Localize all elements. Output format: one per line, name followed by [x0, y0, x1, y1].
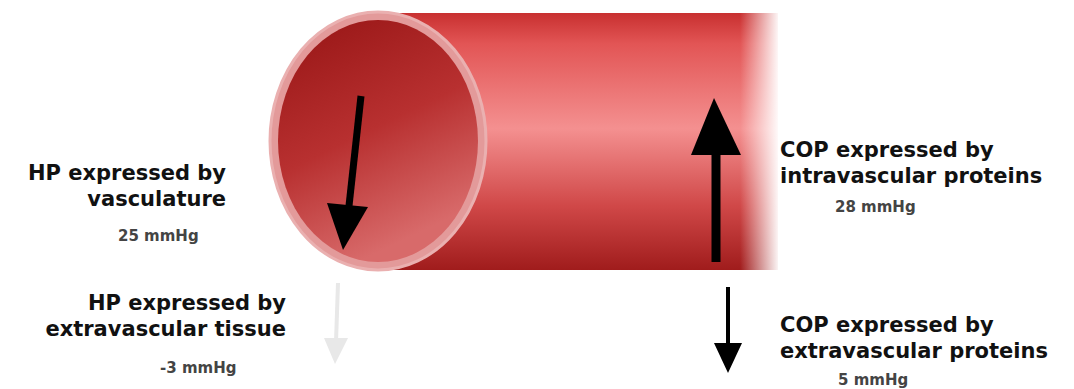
pressure-label: COP expressed by intravascular proteins: [780, 137, 1074, 189]
pressure-label: COP expressed by extravascular proteins: [780, 312, 1074, 364]
pressure-label: HP expressed by vasculature: [0, 160, 226, 212]
pressure-value: 25 mmHg: [118, 227, 228, 245]
hp-extravascular-arrow: [324, 283, 348, 364]
cop-extravascular-arrow: [714, 287, 742, 373]
pressure-value: 28 mmHg: [835, 198, 945, 216]
pressure-value: 5 mmHg: [838, 371, 948, 389]
vessel-lumen: [278, 20, 478, 262]
pressure-label: HP expressed by extravascular tissue: [26, 290, 286, 342]
pressure-value: -3 mmHg: [160, 359, 270, 377]
hp-vascular-arrow: [327, 96, 368, 250]
vessel-fade: [740, 10, 780, 273]
vessel-wall-ring: [270, 12, 486, 270]
cop-intravascular-arrow: [691, 98, 741, 262]
